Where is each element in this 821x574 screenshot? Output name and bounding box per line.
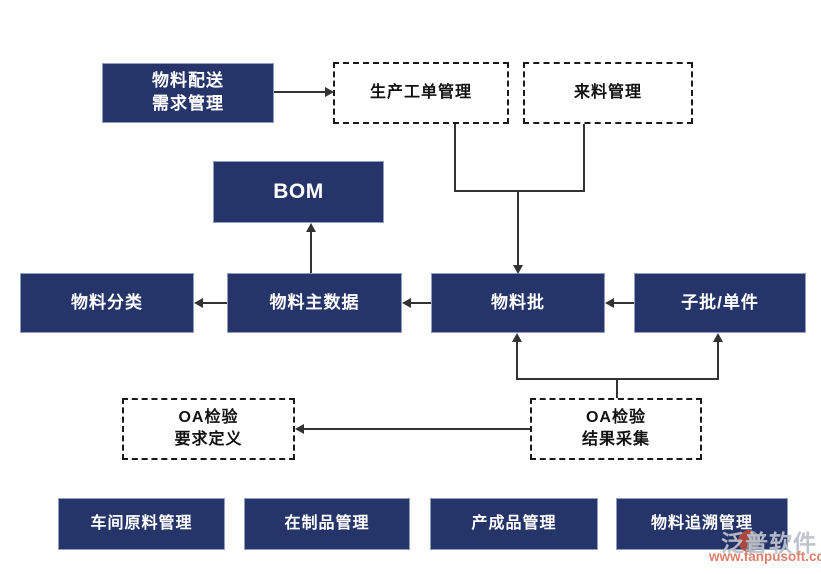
connector-merge-to-batch [517, 192, 519, 265]
arrowhead-into-bom [306, 223, 316, 232]
connector-batch-to-master [410, 302, 431, 304]
connector-result-branch-stem [616, 379, 618, 398]
node-wip: 在制品管理 [244, 498, 410, 550]
arrowhead-into-batch-right [605, 298, 614, 308]
connector-subbatch-to-batch [613, 302, 634, 304]
node-workshop-raw: 车间原料管理 [58, 498, 225, 550]
node-oa-inspection-result: OA检验 结果采集 [530, 398, 702, 460]
node-sub-batch: 子批/单件 [634, 273, 806, 333]
node-production-order: 生产工单管理 [333, 62, 509, 124]
node-oa-inspection-requirement: OA检验 要求定义 [122, 398, 295, 460]
node-material-batch: 物料批 [431, 273, 605, 333]
connector-result-to-requirement [303, 428, 530, 430]
arrowhead-into-batch-bottom [512, 333, 522, 342]
node-material-trace: 物料追溯管理 [616, 498, 788, 550]
connector-master-to-bom [310, 231, 312, 273]
arrowhead-into-requirement [295, 424, 304, 434]
node-material-master: 物料主数据 [227, 273, 402, 333]
node-material-delivery: 物料配送 需求管理 [102, 63, 274, 123]
connector-incoming-down [583, 124, 585, 192]
connector-delivery-to-production [274, 91, 325, 93]
watermark-url: www.fanpusoft.com [709, 549, 821, 564]
connector-merge-horizontal [454, 190, 585, 192]
arrowhead-into-batch-top [513, 265, 523, 274]
watermark-brand: 泛普软件 [721, 530, 817, 556]
fanpu-logo-icon [738, 530, 760, 552]
connector-master-to-category [202, 302, 227, 304]
arrowhead-into-subbatch-bottom [713, 333, 723, 342]
arrowhead-delivery-to-production [325, 87, 334, 97]
connector-production-down [454, 124, 456, 192]
node-finished-goods: 产成品管理 [430, 498, 598, 550]
connector-result-up-left [516, 341, 518, 379]
node-incoming-material: 来料管理 [523, 62, 693, 124]
node-bom: BOM [213, 161, 384, 223]
arrowhead-into-category [194, 298, 203, 308]
arrowhead-into-master [402, 298, 411, 308]
node-material-category: 物料分类 [20, 273, 194, 333]
connector-result-up-right [717, 341, 719, 379]
